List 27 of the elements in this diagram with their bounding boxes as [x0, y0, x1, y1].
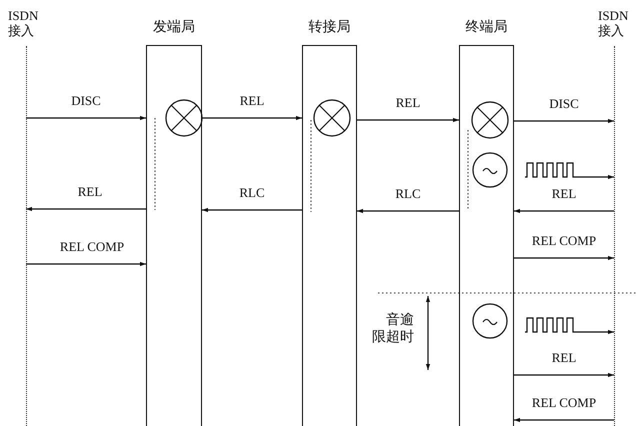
message-label: REL COMP: [530, 395, 598, 410]
timeout-label: 音逾限超时: [372, 312, 414, 346]
message-label: DISC: [548, 96, 580, 111]
message-arrow: [514, 256, 614, 260]
message-arrow: [202, 116, 302, 120]
message-label: RLC: [394, 186, 422, 201]
message-label: RLC: [238, 185, 266, 200]
message-arrow: [26, 206, 146, 212]
message-arrow: [26, 116, 146, 120]
message-label: REL COMP: [530, 233, 598, 248]
message-label: DISC: [70, 93, 102, 108]
message-arrow: [514, 208, 614, 214]
message-arrow: [202, 208, 302, 212]
message-arrow: [357, 208, 459, 214]
message-arrow: [514, 118, 614, 124]
lifeline-heading: ISDN 接入: [598, 8, 630, 38]
message-arrow: [514, 418, 614, 422]
lifeline-heading: ISDN 接入: [8, 8, 40, 38]
message-arrow: [524, 162, 614, 180]
exchange-heading: 转接局: [308, 20, 352, 36]
message-arrow: [26, 262, 146, 266]
exchange-heading: 终端局: [464, 20, 508, 36]
message-label: REL COMP: [58, 239, 126, 254]
message-arrow: [357, 118, 459, 122]
exchange-heading: 发端局: [152, 20, 196, 36]
message-arrow: [514, 372, 614, 378]
message-arrow: [524, 317, 614, 334]
